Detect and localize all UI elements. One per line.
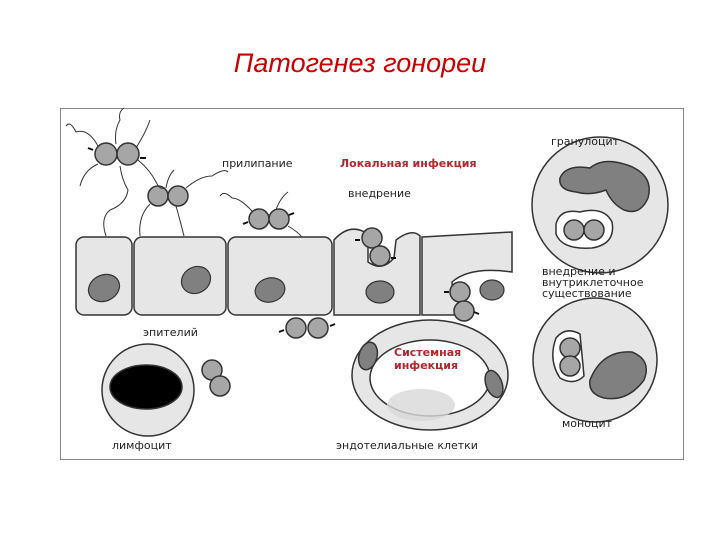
gonococcus: [563, 219, 585, 241]
gonococcus: [147, 185, 169, 207]
gonococcus: [449, 281, 471, 303]
systemic-infection-text-line2: инфекция: [394, 359, 458, 372]
lymphocyte-glow: [387, 389, 455, 421]
lymphocyte-nucleus: [109, 364, 183, 410]
gonococcus: [268, 208, 290, 230]
gonococcus: [167, 185, 189, 207]
epithelial-cell: [133, 236, 227, 316]
gonococcus: [559, 355, 581, 377]
granulocyte-nucleus: [559, 160, 650, 213]
gonococcus: [453, 300, 475, 322]
gonococcus: [369, 245, 391, 267]
gonococcus: [285, 317, 307, 339]
label-lymphocyte: лимфоцит: [112, 439, 172, 452]
gonococcus: [583, 219, 605, 241]
granulocyte: [531, 136, 669, 274]
gonococcus: [559, 337, 581, 359]
nucleus: [365, 280, 395, 304]
systemic-infection-text: Системная: [394, 346, 461, 359]
label-epithelium: эпителий: [143, 326, 198, 339]
monocyte-nucleus: [589, 351, 647, 400]
monocyte: [532, 297, 658, 423]
granulocyte-membrane: [531, 136, 669, 274]
label-local-infection: Локальная инфекция: [340, 157, 477, 170]
label-systemic-infection: Системная инфекция: [394, 346, 465, 372]
epithelial-nuclei: [87, 265, 505, 304]
gonococcus: [116, 142, 140, 166]
gonococcus: [94, 142, 118, 166]
epithelial-cell: [227, 236, 333, 316]
pili: [65, 107, 303, 238]
blood-vessel: [351, 319, 509, 431]
label-monocyte: моноцит: [562, 417, 613, 430]
label-adhesion: прилипание: [222, 157, 293, 170]
label-invasion-intracellular: внедрение и внутриклеточное существовани…: [542, 265, 644, 300]
nucleus: [479, 279, 505, 301]
nucleus: [254, 277, 286, 303]
nucleus: [87, 273, 121, 303]
gonococcus: [307, 317, 329, 339]
nucleus: [180, 265, 212, 295]
label-invasion: внедрение: [348, 187, 411, 200]
label-granulocyte: гранулоцит: [551, 135, 620, 148]
epithelium-layer: [75, 228, 513, 316]
gonococcus: [361, 227, 383, 249]
slide-title: Патогенез гонореи: [233, 48, 487, 78]
nucleus: [357, 341, 379, 371]
nucleus: [484, 369, 504, 399]
gonococcus: [209, 375, 231, 397]
lymphocyte: [101, 343, 195, 437]
label-endothelial-cells: эндотелиальные клетки: [336, 439, 478, 452]
gonococcus: [248, 208, 270, 230]
